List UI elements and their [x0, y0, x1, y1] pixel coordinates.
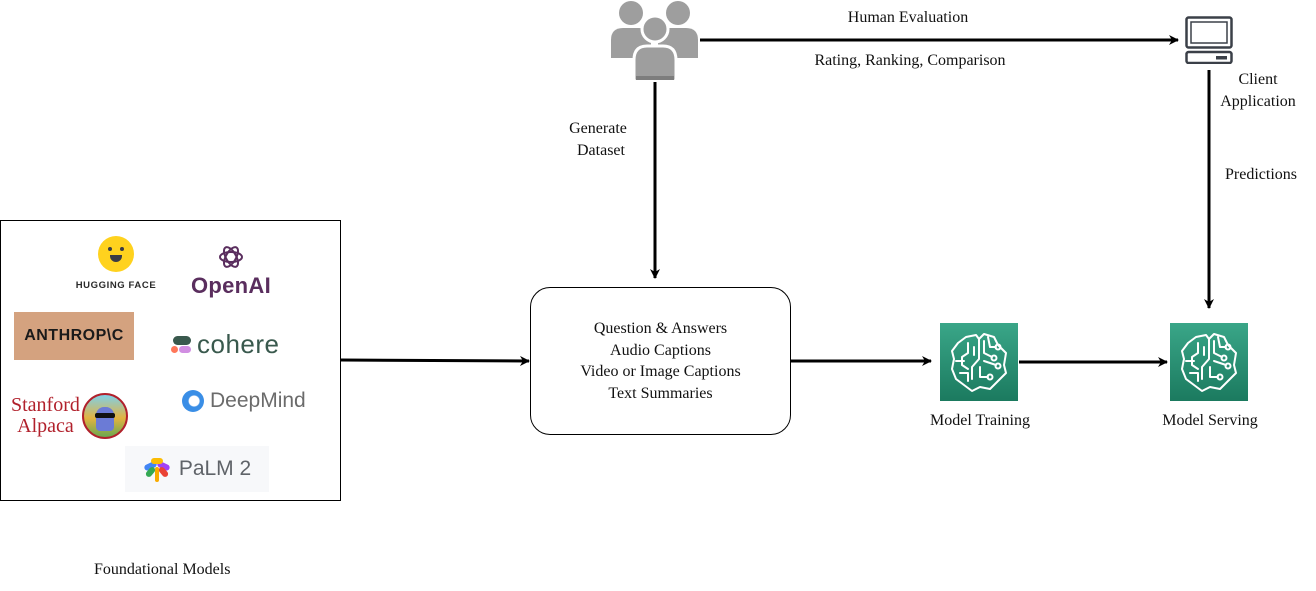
- edge-label-dataset: Dataset: [577, 142, 625, 159]
- client-label-line2: Application: [1220, 93, 1296, 110]
- hugging-face-name: HUGGING FACE: [75, 280, 157, 291]
- deepmind-logo: DeepMind: [182, 389, 306, 413]
- anthropic-name: ANTHROP\C: [24, 327, 124, 344]
- foundational-models-label: Foundational Models: [94, 561, 231, 578]
- dataset-types-box: Question & Answers Audio Captions Video …: [530, 287, 791, 435]
- edge-label-human-evaluation: Human Evaluation: [847, 9, 969, 26]
- model-serving-label: Model Serving: [1162, 412, 1258, 429]
- anthropic-logo: ANTHROP\C: [14, 312, 134, 360]
- desktop-computer-icon: [1185, 16, 1233, 65]
- palm-tree-icon: [143, 455, 171, 483]
- dataset-type-audio-captions: Audio Captions: [610, 341, 711, 359]
- openai-logo: OpenAI: [186, 243, 276, 299]
- client-label-line1: Client: [1238, 71, 1278, 88]
- dataset-type-video-image-captions: Video or Image Captions: [580, 363, 741, 380]
- cohere-mark-icon: [171, 335, 193, 355]
- alpaca-badge-icon: [81, 393, 128, 439]
- model-training-label: Model Training: [929, 412, 1030, 429]
- openai-knot-icon: [219, 246, 243, 268]
- brain-circuit-icon: [951, 333, 1007, 392]
- edge-label-rating-ranking-comparison: Rating, Ranking, Comparison: [814, 52, 1006, 69]
- cohere-name: cohere: [197, 329, 280, 359]
- cohere-logo: cohere: [171, 329, 280, 360]
- openai-name: OpenAI: [190, 273, 272, 298]
- dataset-type-qa: Question & Answers: [593, 320, 728, 337]
- stanford-alpaca-logo: Stanford Alpaca: [11, 393, 128, 439]
- deepmind-mark-icon: [182, 390, 204, 412]
- deepmind-name: DeepMind: [210, 389, 306, 412]
- brain-circuit-icon: [1181, 333, 1237, 392]
- people-group-icon: [611, 1, 698, 83]
- model-serving-node: [1170, 323, 1248, 401]
- hugging-face-emoji-icon: [98, 236, 134, 272]
- stanford-alpaca-line2: Alpaca: [17, 415, 74, 437]
- hugging-face-logo: HUGGING FACE: [71, 236, 161, 291]
- edge-label-generate: Generate: [569, 120, 627, 137]
- edge-label-predictions: Predictions: [1225, 166, 1297, 183]
- palm2-name: PaLM 2: [178, 457, 252, 480]
- foundational-models-box: HUGGING FACE OpenAI ANTHROP\C cohere Sta…: [0, 220, 341, 501]
- edge-models-to-dataset: [340, 355, 530, 366]
- dataset-type-text-summaries: Text Summaries: [608, 384, 713, 402]
- stanford-alpaca-line1: Stanford: [11, 394, 80, 416]
- human-evaluators-node: [607, 0, 702, 87]
- model-training-node: [940, 323, 1018, 401]
- palm2-logo: PaLM 2: [125, 446, 269, 492]
- client-application-node: [1185, 16, 1233, 69]
